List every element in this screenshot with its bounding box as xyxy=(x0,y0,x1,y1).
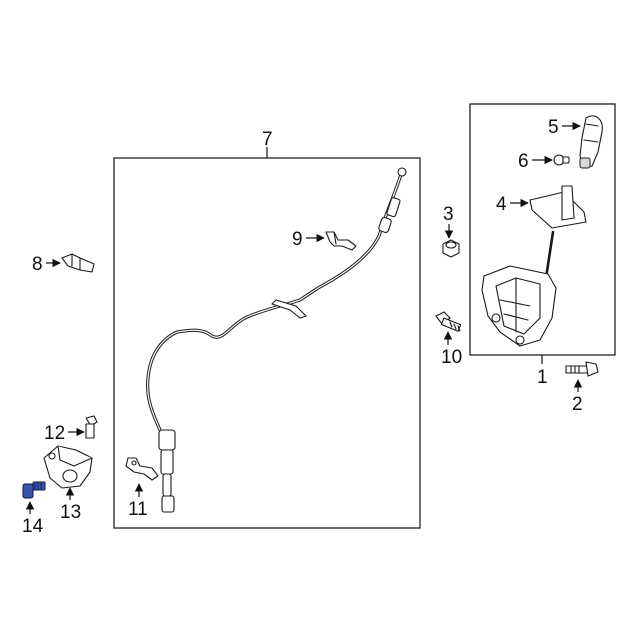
callout-label-9: 9 xyxy=(292,229,303,250)
bracket-clip-11[interactable] xyxy=(125,457,159,481)
callout-label-6: 6 xyxy=(518,151,529,172)
mounting-bracket-13[interactable] xyxy=(43,445,93,489)
retainer-clip-8[interactable] xyxy=(61,253,95,273)
callout-label-10: 10 xyxy=(441,347,462,368)
callout-13: 13 xyxy=(60,487,81,523)
bolt-10[interactable] xyxy=(435,311,462,332)
callout-8: 8 xyxy=(32,254,61,275)
callout-14: 14 xyxy=(22,501,44,537)
callout-11: 11 xyxy=(128,483,148,520)
release-button-6[interactable] xyxy=(553,154,570,166)
nut-3[interactable] xyxy=(442,239,460,258)
callout-label-5: 5 xyxy=(548,117,559,138)
callout-label-11: 11 xyxy=(128,499,148,520)
callout-10: 10 xyxy=(441,331,462,368)
callout-label-4: 4 xyxy=(496,194,507,215)
callout-1: 1 xyxy=(537,367,548,388)
bolt-12[interactable] xyxy=(85,415,98,439)
bolt-2[interactable] xyxy=(565,361,599,377)
callout-label-1: 1 xyxy=(537,367,548,388)
shift-boot-4[interactable] xyxy=(529,185,587,229)
shift-cable[interactable] xyxy=(146,167,407,513)
callout-9: 9 xyxy=(292,229,325,250)
callout-12: 12 xyxy=(44,423,85,444)
callout-label-8: 8 xyxy=(32,254,43,275)
callout-2: 2 xyxy=(572,379,583,415)
callout-3: 3 xyxy=(443,204,454,239)
callout-label-7: 7 xyxy=(262,129,273,150)
callout-label-13: 13 xyxy=(60,502,81,523)
callout-label-14: 14 xyxy=(22,516,44,537)
callout-label-12: 12 xyxy=(44,423,65,444)
callout-label-3: 3 xyxy=(443,204,454,225)
callout-6: 6 xyxy=(518,151,553,172)
callout-label-2: 2 xyxy=(572,394,583,415)
shift-knob-5[interactable] xyxy=(579,115,603,169)
callout-7: 7 xyxy=(262,129,273,150)
shifter-housing[interactable] xyxy=(481,230,557,347)
bolt-14-highlighted[interactable] xyxy=(22,481,46,499)
callout-5: 5 xyxy=(548,117,581,138)
bracket-clip-9[interactable] xyxy=(325,231,357,251)
callout-4: 4 xyxy=(496,194,529,215)
